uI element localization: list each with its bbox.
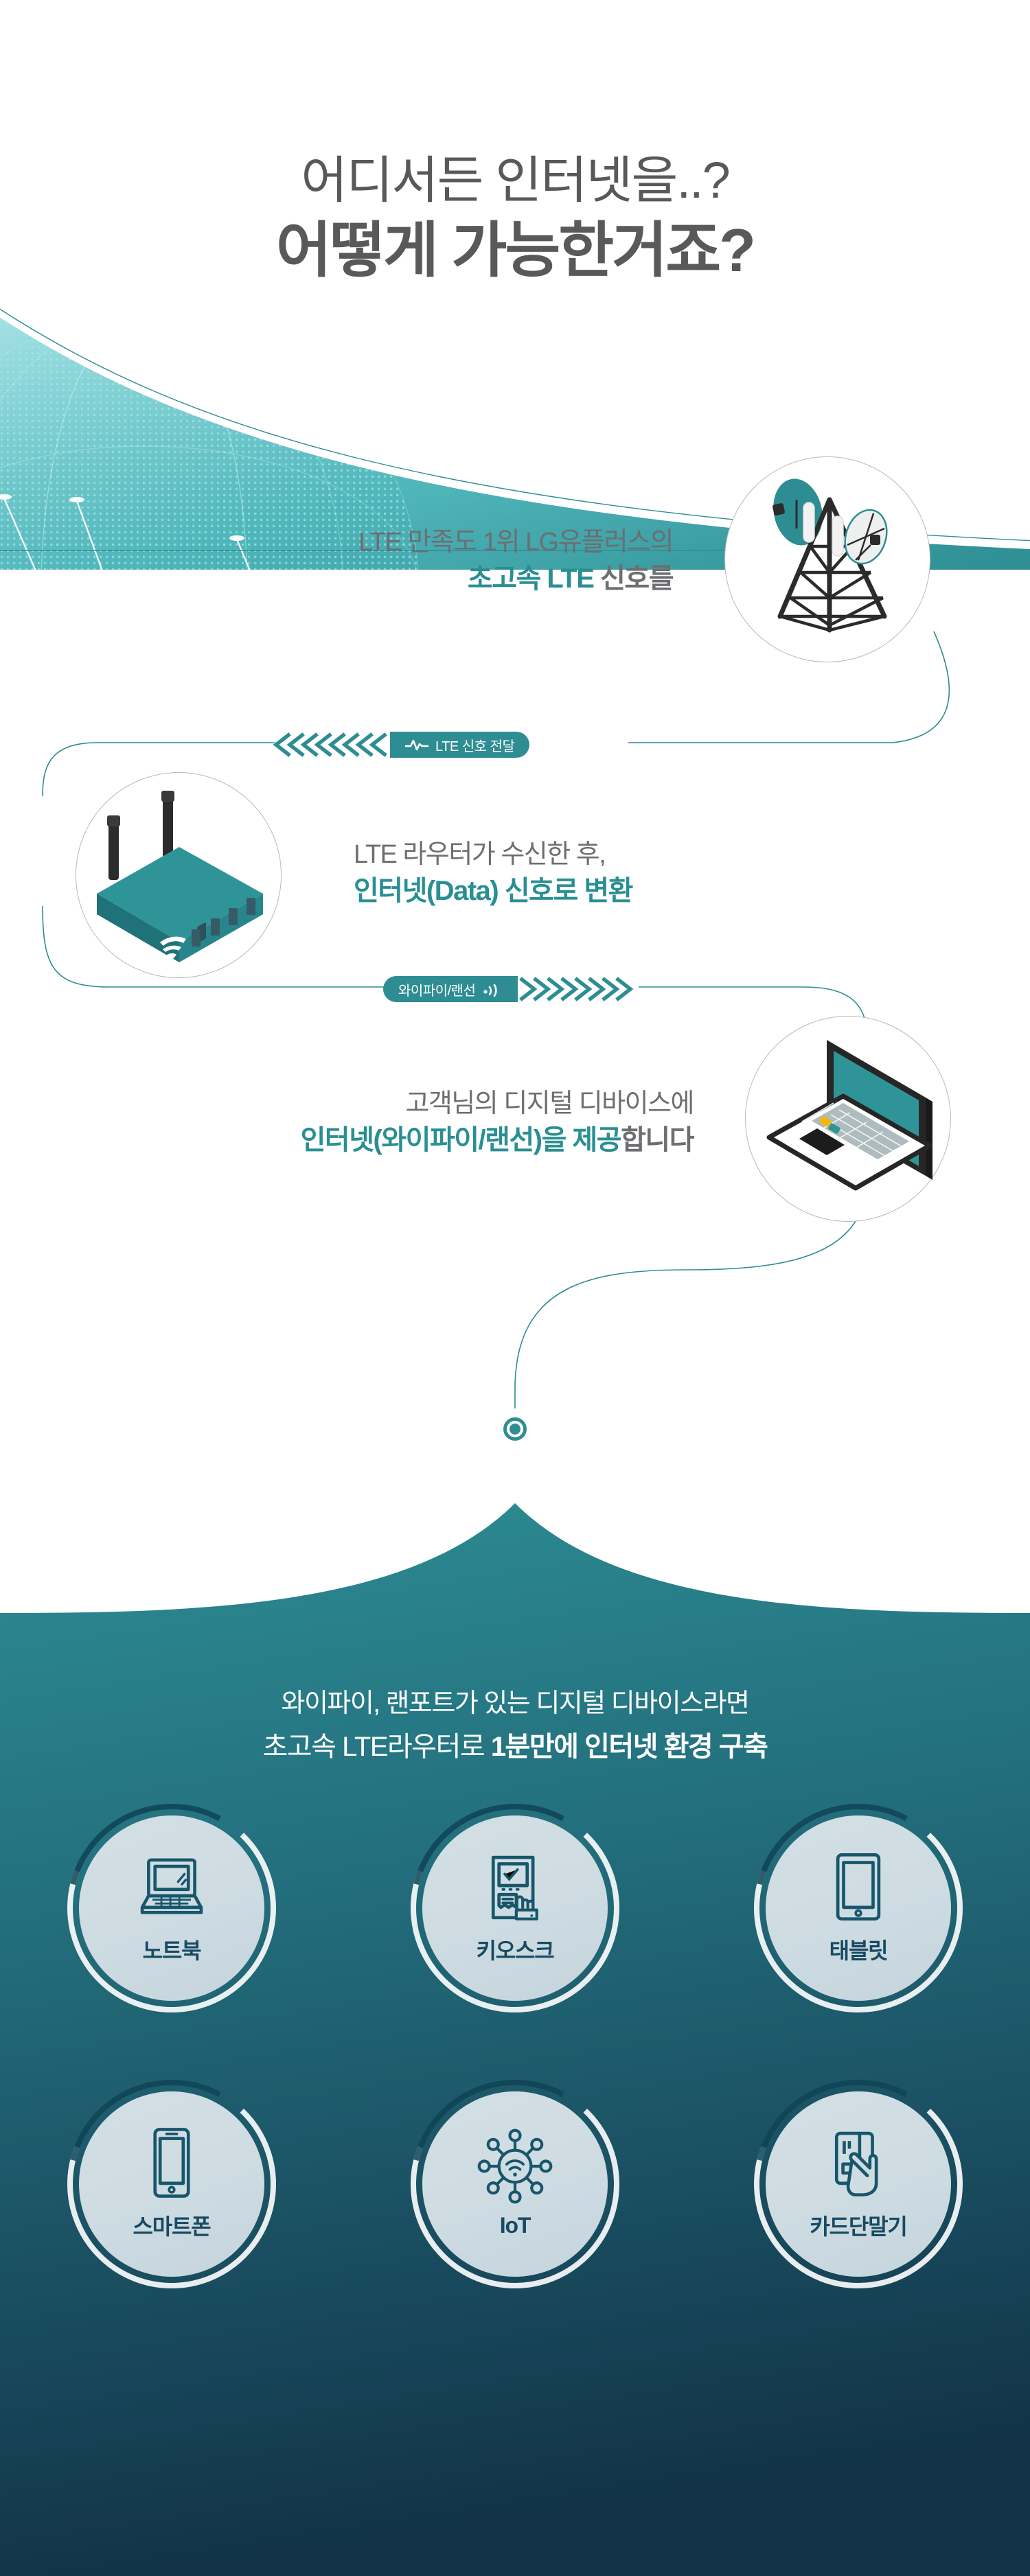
lte-router-illustration <box>76 772 282 978</box>
device-card-tablet[interactable]: 태블릿 <box>748 1798 968 2032</box>
device-label: 키오스크 <box>476 1938 555 1963</box>
pulse-wave-icon <box>405 739 428 751</box>
broken-arc-ring <box>67 1804 276 2012</box>
device-card-iot[interactable]: IoT <box>405 2074 625 2308</box>
broken-arc-ring <box>411 1804 619 2012</box>
broken-arc-ring <box>411 2080 619 2288</box>
chevron-left-group <box>273 732 390 758</box>
flow-end-marker <box>503 1417 527 1441</box>
globe-banner <box>0 295 1030 570</box>
device-circle: IoT <box>422 2091 608 2277</box>
teal-background <box>0 1503 1030 2576</box>
connector-lte-label: LTE 신호 전달 <box>435 739 515 754</box>
step-2-strong: 인터넷(Data) 신호로 변환 <box>354 876 633 907</box>
device-circle: 스마트폰 <box>79 2091 264 2277</box>
device-label: 노트북 <box>142 1938 202 1963</box>
card-terminal-icon <box>834 2131 878 2196</box>
smartphone-icon <box>153 2128 190 2198</box>
broken-arc-ring <box>754 2080 963 2288</box>
wifi-glyph <box>160 936 186 959</box>
device-circle: 키오스크 <box>422 1815 608 2001</box>
teal-heading: 와이파이, 랜포트가 있는 디지털 디바이스라면 초고속 LTE라우터로 1분만… <box>0 1685 1030 1767</box>
process-flow: LTE 만족도 1위 LG유플러스의 초고속 LTE 신호를 LTE 신호 전달 <box>0 426 1030 1592</box>
device-card-smartphone[interactable]: 스마트폰 <box>62 2074 282 2308</box>
device-card-kiosk[interactable]: 키오스크 <box>405 1798 625 2032</box>
connector-wifi-label: 와이파이/랜선 <box>398 983 476 999</box>
laptop-illustration <box>745 1016 951 1222</box>
step-3-line-bottom: 인터넷(와이파이/랜선)을 제공합니다 <box>254 1122 695 1159</box>
step-1-rest: 신호를 <box>593 564 674 594</box>
connector-lte-badge: LTE 신호 전달 <box>273 730 530 760</box>
device-circle: 카드단말기 <box>766 2091 951 2277</box>
tablet-icon <box>836 1853 881 1921</box>
chevron-right-group <box>518 976 641 1002</box>
device-label: 태블릿 <box>829 1938 889 1963</box>
step-2-line-bottom: 인터넷(Data) 신호로 변환 <box>354 872 779 909</box>
connector-lte-pill: LTE 신호 전달 <box>390 732 530 758</box>
step-3-rest: 합니다 <box>621 1125 694 1156</box>
page-header: 어디서든 인터넷을..? 어떻게 가능한거죠? <box>0 0 1030 357</box>
step-2-line-top: LTE 라우터가 수신한 후, <box>354 840 606 869</box>
header-line-1: 어디서든 인터넷을..? <box>301 152 730 209</box>
broken-arc-ring <box>754 1804 963 2012</box>
laptop-icon <box>140 1858 203 1914</box>
step-3-strong: 인터넷(와이파이/랜선)을 제공 <box>300 1125 622 1156</box>
step-3-text: 고객님의 디지털 디바이스에 인터넷(와이파이/랜선)을 제공합니다 <box>254 1087 695 1159</box>
device-card-terminal[interactable]: 카드단말기 <box>748 2074 968 2308</box>
device-label: 스마트폰 <box>133 2214 211 2239</box>
flow-connector-paths <box>0 550 950 1408</box>
device-card-laptop[interactable]: 노트북 <box>62 1798 282 2032</box>
device-grid: 노트북 <box>0 1798 1030 2308</box>
connector-wifi-badge: 와이파이/랜선 <box>383 974 641 1004</box>
teal-heading-lite: 초고속 LTE라우터로 <box>262 1732 491 1763</box>
step-1-text: LTE 만족도 1위 LG유플러스의 초고속 LTE 신호를 <box>275 525 674 597</box>
step-1-line-top: LTE 만족도 1위 LG유플러스의 <box>358 528 674 557</box>
step-1-line-bottom: 초고속 LTE 신호를 <box>275 560 674 597</box>
kiosk-icon <box>491 1855 538 1921</box>
cell-tower-illustration <box>724 456 930 662</box>
step-3-line-top: 고객님의 디지털 디바이스에 <box>405 1089 694 1118</box>
teal-heading-line-2: 초고속 LTE라우터로 1분만에 인터넷 환경 구축 <box>0 1727 1030 1767</box>
device-circle: 태블릿 <box>766 1815 951 2001</box>
header-line-2: 어떻게 가능한거죠? <box>276 216 756 285</box>
step-1-strong: 초고속 LTE <box>467 564 595 594</box>
connector-wifi-pill: 와이파이/랜선 <box>383 976 518 1002</box>
teal-section: 와이파이, 랜포트가 있는 디지털 디바이스라면 초고속 LTE라우터로 1분만… <box>0 1503 1030 2576</box>
teal-heading-line-1: 와이파이, 랜포트가 있는 디지털 디바이스라면 <box>281 1689 750 1718</box>
teal-heading-bold: 1분만에 인터넷 환경 구축 <box>490 1732 768 1763</box>
device-circle: 노트북 <box>79 1815 264 2001</box>
device-label: IoT <box>499 2212 531 2238</box>
broken-arc-ring <box>67 2080 276 2288</box>
step-2-text: LTE 라우터가 수신한 후, 인터넷(Data) 신호로 변환 <box>354 837 779 909</box>
device-label: 카드단말기 <box>810 2214 907 2239</box>
wifi-signal-icon <box>483 984 498 997</box>
iot-network-icon <box>477 2128 553 2203</box>
